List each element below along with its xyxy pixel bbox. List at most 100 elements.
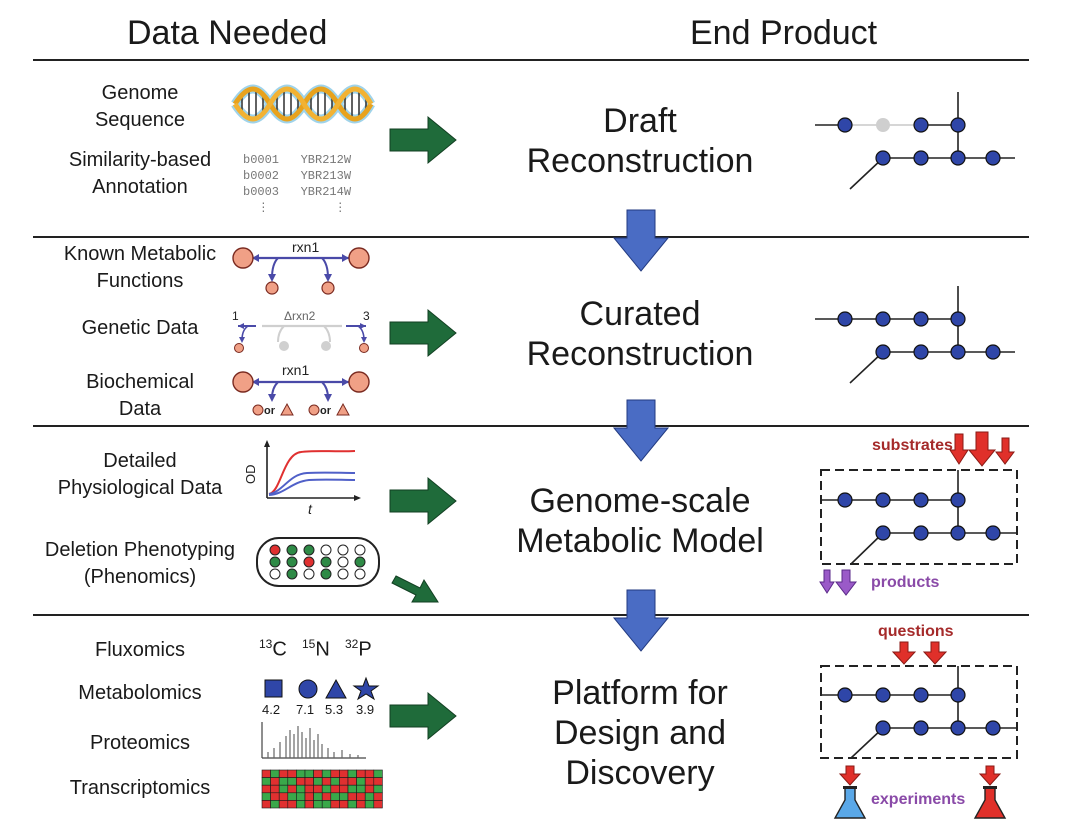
heatmap-cell	[261, 769, 271, 778]
heatmap-cell	[339, 777, 349, 786]
rule-row-3	[33, 614, 1029, 616]
green-arrow-row4	[389, 691, 457, 741]
heatmap-cell	[373, 784, 383, 794]
heatmap-icon	[261, 769, 383, 809]
metabolite-shapes-icon	[264, 676, 380, 701]
dna-helix-icon	[231, 84, 375, 124]
isotope-32p: 32P	[345, 637, 372, 661]
heatmap-cell	[287, 784, 297, 794]
heatmap-cell	[373, 777, 383, 786]
phenotype-plate-icon	[256, 537, 380, 587]
blue-down-arrow-2	[612, 399, 670, 462]
heatmap-cell	[296, 769, 306, 778]
heatmap-cell	[356, 784, 366, 794]
product-draft-reconstruction: Draft Reconstruction	[526, 102, 754, 180]
heatmap-cell	[313, 777, 323, 786]
heatmap-cell	[304, 784, 314, 794]
heatmap-cell	[304, 800, 314, 809]
heatmap-cell	[373, 792, 383, 801]
reaction-diagram-genetic: 1 3 Δrxn2	[232, 309, 370, 353]
heatmap-cell	[364, 769, 375, 778]
heatmap-cell	[270, 784, 280, 794]
growth-curve-icon: OD t	[243, 440, 361, 517]
label-fluxomics: Fluxomics	[94, 639, 185, 661]
product-genome-scale-model: Genome-scale Metabolic Model	[516, 482, 764, 560]
heatmap-cell	[356, 769, 366, 778]
product-curated-reconstruction: Curated Reconstruction	[526, 295, 754, 373]
heatmap-cell	[330, 800, 340, 809]
heatmap-cell	[296, 800, 306, 809]
heatmap-cell	[321, 800, 332, 809]
flask-icon	[973, 786, 1007, 819]
heatmap-cell	[356, 777, 366, 786]
or-text-left: or	[264, 405, 276, 417]
green-small-diagonal-arrow	[391, 575, 439, 603]
heatmap-cell	[278, 777, 289, 786]
genetic-left-number: 1	[232, 309, 239, 323]
green-arrow-row1	[389, 115, 457, 165]
isotope-15n: 15N	[302, 637, 330, 661]
label-transcriptomics: Transcriptomics	[69, 777, 211, 799]
heatmap-cell	[270, 777, 280, 786]
blue-down-arrow-1	[612, 209, 670, 272]
heatmap-cell	[347, 784, 357, 794]
genetic-right-number: 3	[363, 309, 370, 323]
heatmap-cell	[313, 784, 323, 794]
heatmap-cell	[304, 777, 314, 786]
label-genome-sequence: Genome Sequence	[94, 82, 186, 131]
heatmap-cell	[261, 800, 271, 809]
od-axis-label: OD	[243, 465, 258, 485]
reaction-diagram-biochemical: rxn1 or or	[232, 362, 370, 417]
mass-spectrum-icon	[261, 722, 366, 759]
heatmap-cell	[373, 769, 383, 778]
heatmap-cell	[373, 800, 383, 809]
heatmap-cell	[347, 777, 357, 786]
heatmap-cell	[364, 792, 375, 801]
heatmap-cell	[364, 800, 375, 809]
heatmap-cell	[278, 769, 289, 778]
substrates-label: substrates	[872, 437, 953, 454]
metabolite-value-2: 7.1	[296, 702, 315, 717]
heatmap-cell	[296, 792, 306, 801]
rule-row-2	[33, 425, 1029, 427]
label-genetic-data: Genetic Data	[81, 317, 199, 339]
heatmap-cell	[330, 769, 340, 778]
heatmap-cell	[313, 800, 323, 809]
product-platform-design-discovery: Platform for Design and Discovery	[552, 674, 728, 792]
curated-network-icon	[815, 286, 1015, 384]
draft-network-icon	[815, 92, 1015, 190]
heatmap-cell	[321, 777, 332, 786]
blue-down-arrow-3	[612, 589, 670, 652]
label-physiological-data: Detailed Physiological Data	[57, 450, 223, 499]
heatmap-cell	[296, 777, 306, 786]
heatmap-cell	[261, 777, 271, 786]
experiments-label: experiments	[871, 791, 965, 808]
green-arrow-row3	[389, 476, 457, 526]
heatmap-cell	[364, 784, 375, 794]
rxn-label-deletion: Δrxn2	[284, 309, 316, 323]
heatmap-cell	[330, 792, 340, 801]
heatmap-cell	[339, 784, 349, 794]
or-text-right: or	[320, 405, 332, 417]
rxn-label-biochemical: rxn1	[282, 362, 309, 378]
heatmap-cell	[304, 792, 314, 801]
products-label: products	[871, 574, 940, 591]
heatmap-cell	[356, 792, 366, 801]
platform-network-icon: questions experiments	[820, 623, 1018, 819]
heatmap-cell	[330, 777, 340, 786]
heatmap-cell	[313, 769, 323, 778]
heatmap-cell	[347, 769, 357, 778]
isotope-13c: 13C	[259, 637, 287, 661]
header-end-product: End Product	[690, 14, 878, 52]
heatmap-cell	[347, 800, 357, 809]
label-similarity-annotation: Similarity-based Annotation	[68, 149, 212, 198]
label-metabolomics: Metabolomics	[78, 682, 202, 704]
heatmap-cell	[270, 800, 280, 809]
rule-row-1	[33, 236, 1029, 238]
heatmap-cell	[278, 784, 289, 794]
header-data-needed: Data Needed	[127, 14, 328, 52]
heatmap-cell	[287, 777, 297, 786]
heatmap-cell	[270, 792, 280, 801]
heatmap-cell	[313, 792, 323, 801]
